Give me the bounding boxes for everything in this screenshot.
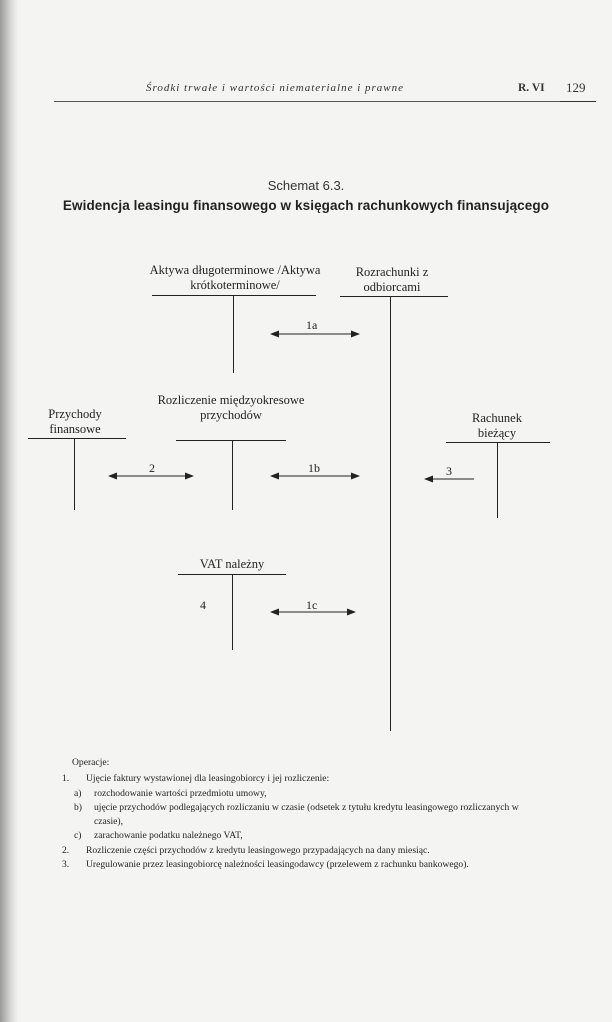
arrow-1a-label: 1a [306, 318, 318, 332]
operation-text: Uregulowanie przez leasingobiorcę należn… [86, 859, 469, 871]
arrow-1a [270, 330, 360, 338]
schema-label: Schemat 6.3. [267, 178, 345, 193]
account-vat-vline [232, 574, 233, 650]
account-rachunek-label: Rachunek bieżący [472, 411, 522, 440]
account-rachunek-vline [497, 442, 498, 518]
arrow-1b-label: 1b [308, 461, 320, 475]
operation-item: 1. Ujęcie faktury wystawionej dla leasin… [62, 772, 532, 786]
arrow-1b [270, 472, 360, 480]
chapter-label: R. VI [518, 82, 545, 94]
operation-sub-marker: c) [74, 830, 82, 842]
operation-subitem: b) ujęcie przychodów podlegających rozli… [62, 801, 532, 830]
account-rozliczenie-label: Rozliczenie międzyokresowe przychodów [157, 393, 305, 422]
account-rozrachunki-hline [340, 296, 448, 297]
account-rozliczenie-hline [176, 440, 286, 441]
account-aktywa-label: Aktywa długoterminowe /Aktywa krótkoterm… [149, 263, 321, 292]
account-rozliczenie-vline [232, 440, 233, 510]
arrow-3-label: 3 [446, 464, 452, 478]
operation-marker: 1. [62, 773, 70, 785]
operation-marker: 2. [62, 844, 70, 856]
operation-sub-marker: b) [74, 801, 82, 813]
operation-sub-text: rozchodowanie wartości przedmiotu umowy, [94, 787, 267, 799]
page-number: 129 [566, 80, 586, 95]
operation-sub-text: ujęcie przychodów podlegających rozlicza… [94, 801, 519, 828]
account-przychody-hline [28, 438, 126, 439]
page-number-rule [560, 101, 596, 102]
operation-sub-marker: a) [74, 787, 82, 799]
account-aktywa-hline [152, 295, 316, 296]
operation-item: 3. Uregulowanie przez leasingobiorcę nal… [62, 858, 532, 872]
operations-list: Operacje: 1. Ujęcie faktury wystawionej … [62, 756, 532, 872]
operation-subitem: c) zarachowanie podatku należnego VAT, [62, 829, 532, 843]
scan-edge-shadow [0, 0, 18, 1022]
account-aktywa-vline [233, 295, 234, 373]
operations-heading: Operacje: [72, 757, 110, 768]
schema-title: Ewidencja leasingu finansowego w księgac… [62, 198, 550, 213]
operation-marker: 3. [62, 859, 70, 871]
account-rachunek-hline [446, 442, 550, 443]
arrow-3 [424, 475, 474, 483]
account-przychody-vline [74, 438, 75, 510]
arrow-4-label: 4 [200, 598, 206, 612]
arrow-1c-label: 1c [306, 598, 318, 612]
header-rule [54, 101, 594, 102]
operation-text: Rozliczenie części przychodów z kredytu … [86, 844, 430, 856]
operation-text: Ujęcie faktury wystawionej dla leasingob… [86, 773, 330, 785]
arrow-2-label: 2 [149, 461, 155, 475]
operation-sub-text: zarachowanie podatku należnego VAT, [94, 830, 243, 842]
operation-subitem: a) rozchodowanie wartości przedmiotu umo… [62, 787, 532, 801]
arrow-1c [270, 608, 356, 616]
operation-item: 2. Rozliczenie części przychodów z kredy… [62, 844, 532, 858]
running-title: Środki trwałe i wartości niematerialne i… [146, 82, 405, 94]
account-rozrachunki-vline [390, 296, 391, 731]
account-rozrachunki-label: Rozrachunki z odbiorcami [355, 265, 429, 294]
account-vat-label: VAT należny [199, 557, 265, 571]
arrow-2 [108, 472, 194, 480]
account-przychody-label: Przychody finansowe [48, 407, 102, 436]
